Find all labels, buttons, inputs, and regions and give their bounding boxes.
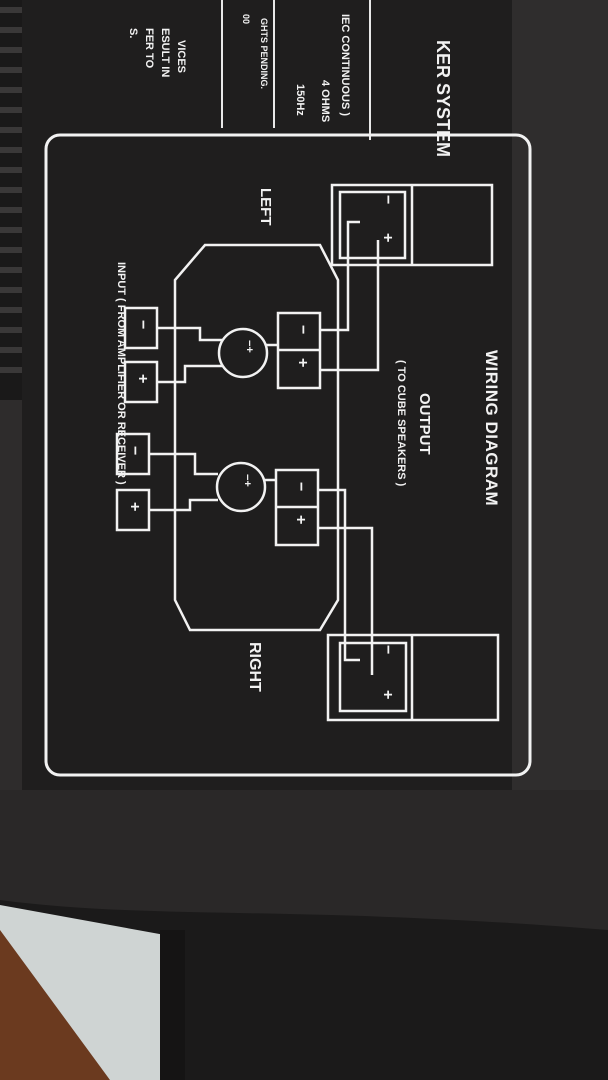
right-channel-label: RIGHT bbox=[246, 642, 263, 692]
right-channel-jack bbox=[215, 461, 267, 513]
output-right-minus-sign: − bbox=[292, 482, 309, 492]
input-right-minus-sign: − bbox=[126, 446, 143, 456]
warning-line-2: ESULT IN bbox=[159, 28, 171, 78]
spec-patents: GHTS PENDING. bbox=[259, 18, 269, 90]
left-speaker-plus-sign: + bbox=[379, 233, 396, 243]
warning-line-1: VICES bbox=[175, 40, 187, 74]
input-left-minus-sign: − bbox=[134, 320, 151, 330]
right-speaker-minus-sign: − bbox=[379, 645, 396, 655]
output-label: OUTPUT bbox=[416, 393, 433, 455]
left-channel-jack bbox=[217, 327, 269, 379]
right-jack-sign: −+ bbox=[241, 474, 253, 487]
spec-extra: 00 bbox=[241, 14, 251, 25]
label-plate bbox=[22, 0, 550, 790]
left-jack-sign: −+ bbox=[243, 340, 255, 353]
cube-body-outline bbox=[173, 243, 340, 632]
wiring-lines bbox=[149, 220, 380, 675]
input-left-plus-sign: + bbox=[134, 374, 151, 384]
output-right-plus-sign: + bbox=[292, 515, 309, 525]
warning-line-3: FER TO bbox=[143, 28, 155, 69]
warning-line-4: S. bbox=[127, 28, 139, 39]
input-right-plus-sign: + bbox=[126, 502, 143, 512]
right-speaker-plus-sign: + bbox=[379, 690, 396, 700]
input-label: INPUT ( FROM AMPLIFIER OR RECEIVER ) bbox=[115, 262, 127, 485]
spec-iec-continuous: IEC CONTINUOUS ) bbox=[339, 14, 351, 117]
left-channel-label: LEFT bbox=[257, 188, 274, 226]
spec-frequency: 150Hz bbox=[294, 84, 306, 116]
output-left-minus-sign: − bbox=[294, 325, 311, 335]
brand-title: KER SYSTEM bbox=[433, 40, 453, 158]
diagram-border bbox=[44, 133, 532, 777]
output-sublabel: ( TO CUBE SPEAKERS ) bbox=[395, 360, 407, 487]
wiring-diagram-title: WIRING DIAGRAM bbox=[482, 350, 501, 507]
spec-impedance: 4 OHMS bbox=[319, 80, 331, 123]
left-speaker-minus-sign: − bbox=[379, 195, 396, 205]
output-left-plus-sign: + bbox=[294, 358, 311, 368]
left-speaker-box bbox=[330, 183, 494, 267]
